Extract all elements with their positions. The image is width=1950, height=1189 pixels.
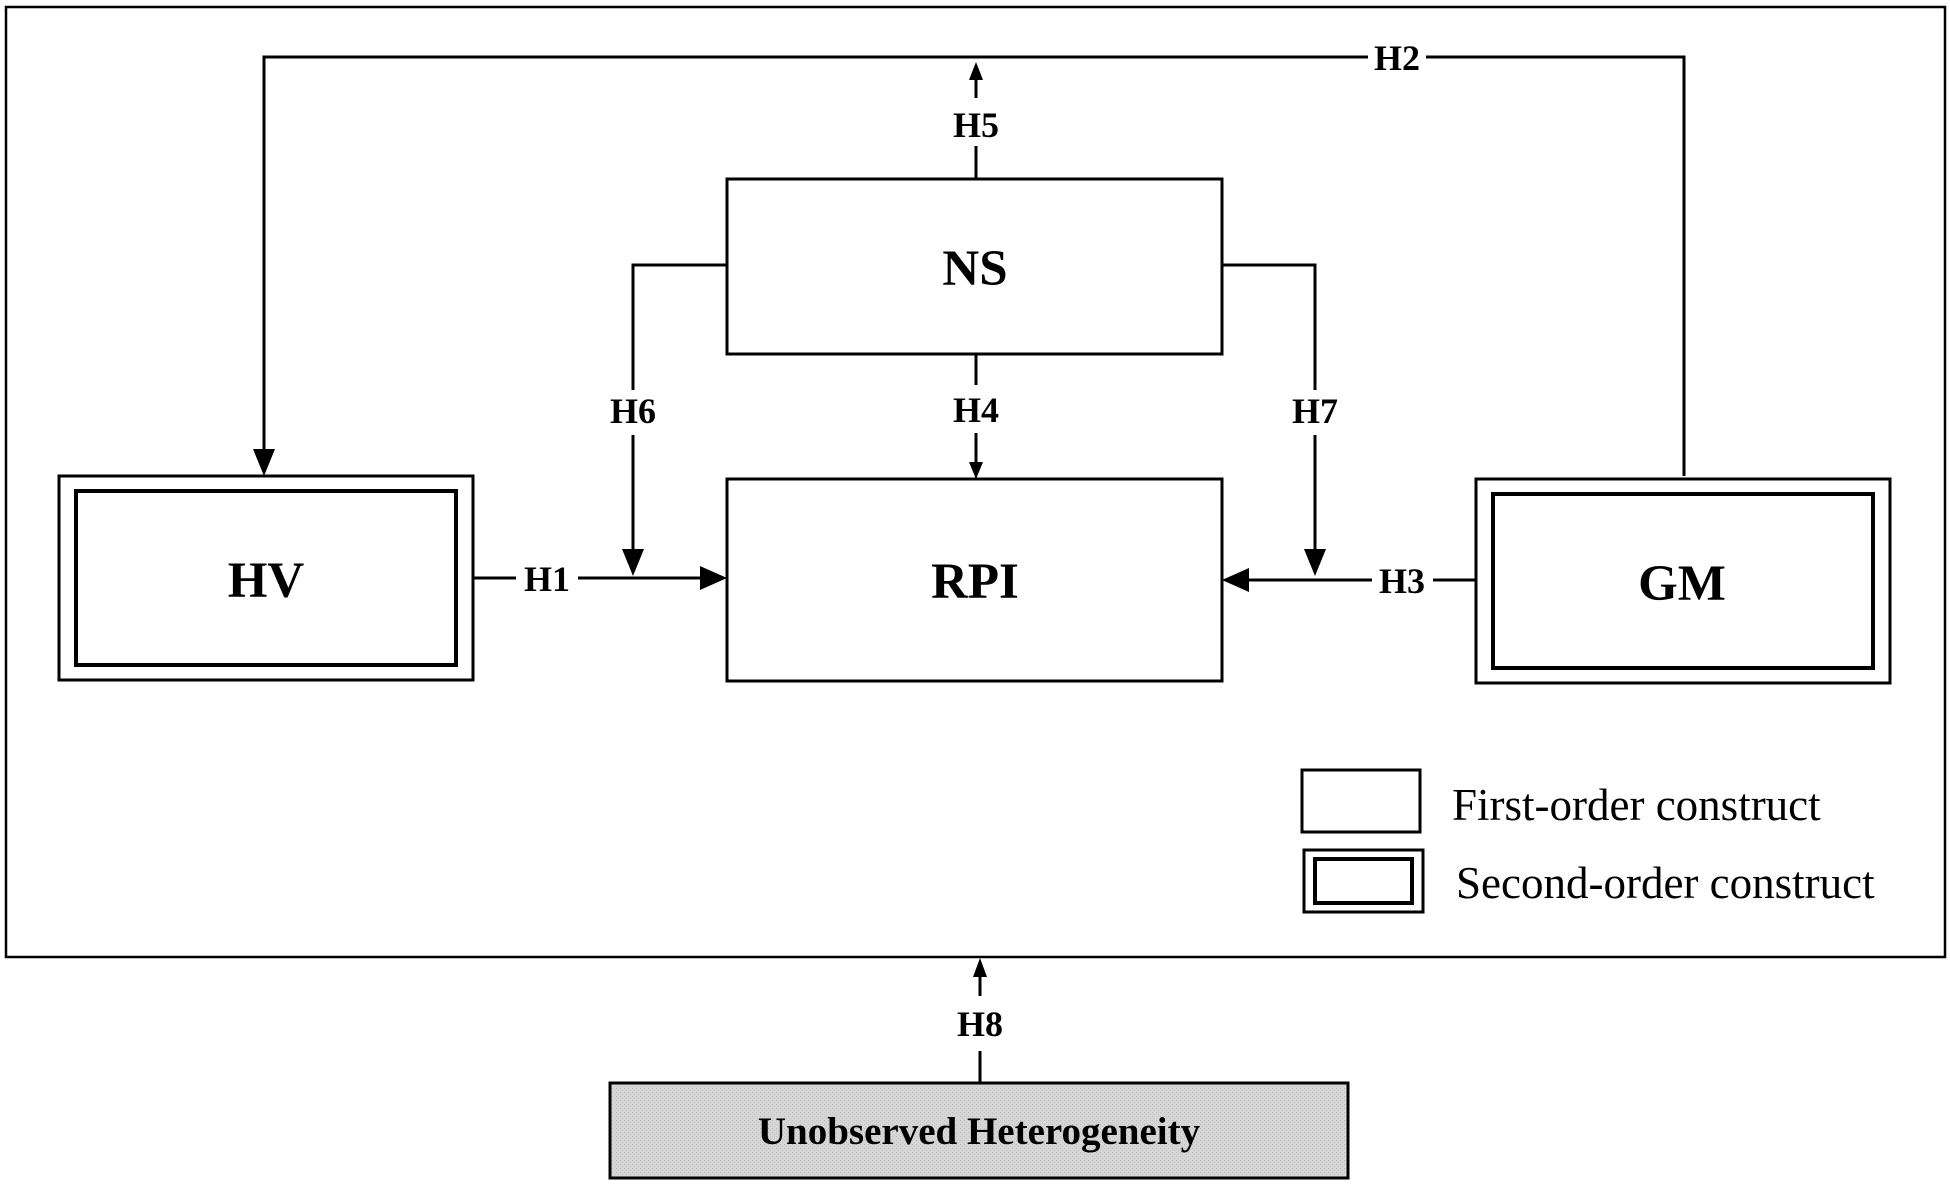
h7-arrowhead xyxy=(1304,549,1326,576)
hv-box-outer xyxy=(57,474,475,682)
h5-label: H5 xyxy=(953,105,999,145)
ns-box xyxy=(725,177,1224,356)
h7-path xyxy=(1222,263,1317,390)
gm-label: GM xyxy=(1638,556,1726,612)
legend-second-order-swatch-inner xyxy=(1313,857,1414,905)
h8-arrowhead xyxy=(973,958,987,977)
legend-second-order-label: Second-order construct xyxy=(1456,858,1875,908)
h3-arrowhead xyxy=(1222,568,1249,592)
h7-label: H7 xyxy=(1292,391,1338,431)
h3-label: H3 xyxy=(1379,561,1425,601)
ns-label: NS xyxy=(942,241,1007,297)
hv-label: HV xyxy=(228,553,305,609)
h2-arrowhead xyxy=(253,449,275,476)
legend-first-order-swatch xyxy=(1300,768,1422,834)
unobserved-heterogeneity-label: Unobserved Heterogeneity xyxy=(758,1110,1201,1153)
h5-arrowhead xyxy=(969,62,983,80)
unobserved-heterogeneity-box xyxy=(608,1081,1350,1180)
h4-arrowhead xyxy=(969,462,983,479)
gm-box-inner xyxy=(1491,492,1875,670)
model-frame xyxy=(4,5,1947,959)
rpi-box xyxy=(725,477,1224,683)
h6-path xyxy=(631,263,727,390)
h2-path xyxy=(262,55,1686,476)
hv-box-inner xyxy=(74,489,458,667)
h6-arrowhead xyxy=(622,549,644,576)
h1-label: H1 xyxy=(524,559,570,599)
h6-label: H6 xyxy=(610,391,656,431)
rpi-label: RPI xyxy=(931,554,1019,610)
h4-label: H4 xyxy=(953,390,999,430)
h2-label-bg xyxy=(1368,40,1426,76)
h1-arrowhead xyxy=(700,566,727,590)
h8-label: H8 xyxy=(957,1004,1003,1044)
h2-label: H2 xyxy=(1374,38,1420,78)
legend-first-order-label: First-order construct xyxy=(1452,780,1821,830)
